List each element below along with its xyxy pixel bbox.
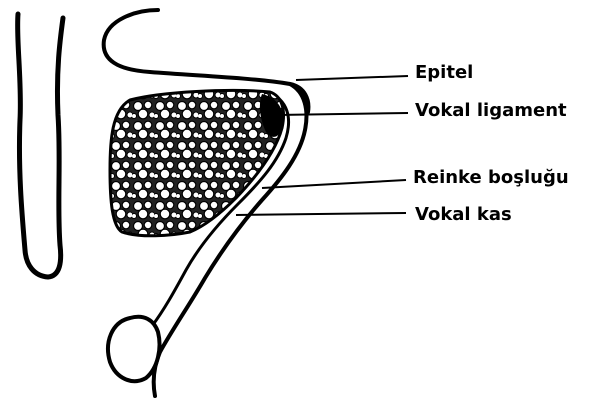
leader-line-reinke <box>262 180 406 188</box>
leader-line-vokal-ligament <box>276 113 408 115</box>
leader-line-epitel <box>296 76 408 80</box>
label-epitel: Epitel <box>415 63 473 83</box>
label-vokal-kas: Vokal kas <box>415 205 512 225</box>
label-vokal-ligament: Vokal ligament <box>415 101 567 121</box>
leader-line-vokal-kas <box>236 213 406 215</box>
lower-nodule-outline <box>108 317 159 381</box>
label-reinke-boslugu: Reinke boşluğu <box>413 168 569 188</box>
